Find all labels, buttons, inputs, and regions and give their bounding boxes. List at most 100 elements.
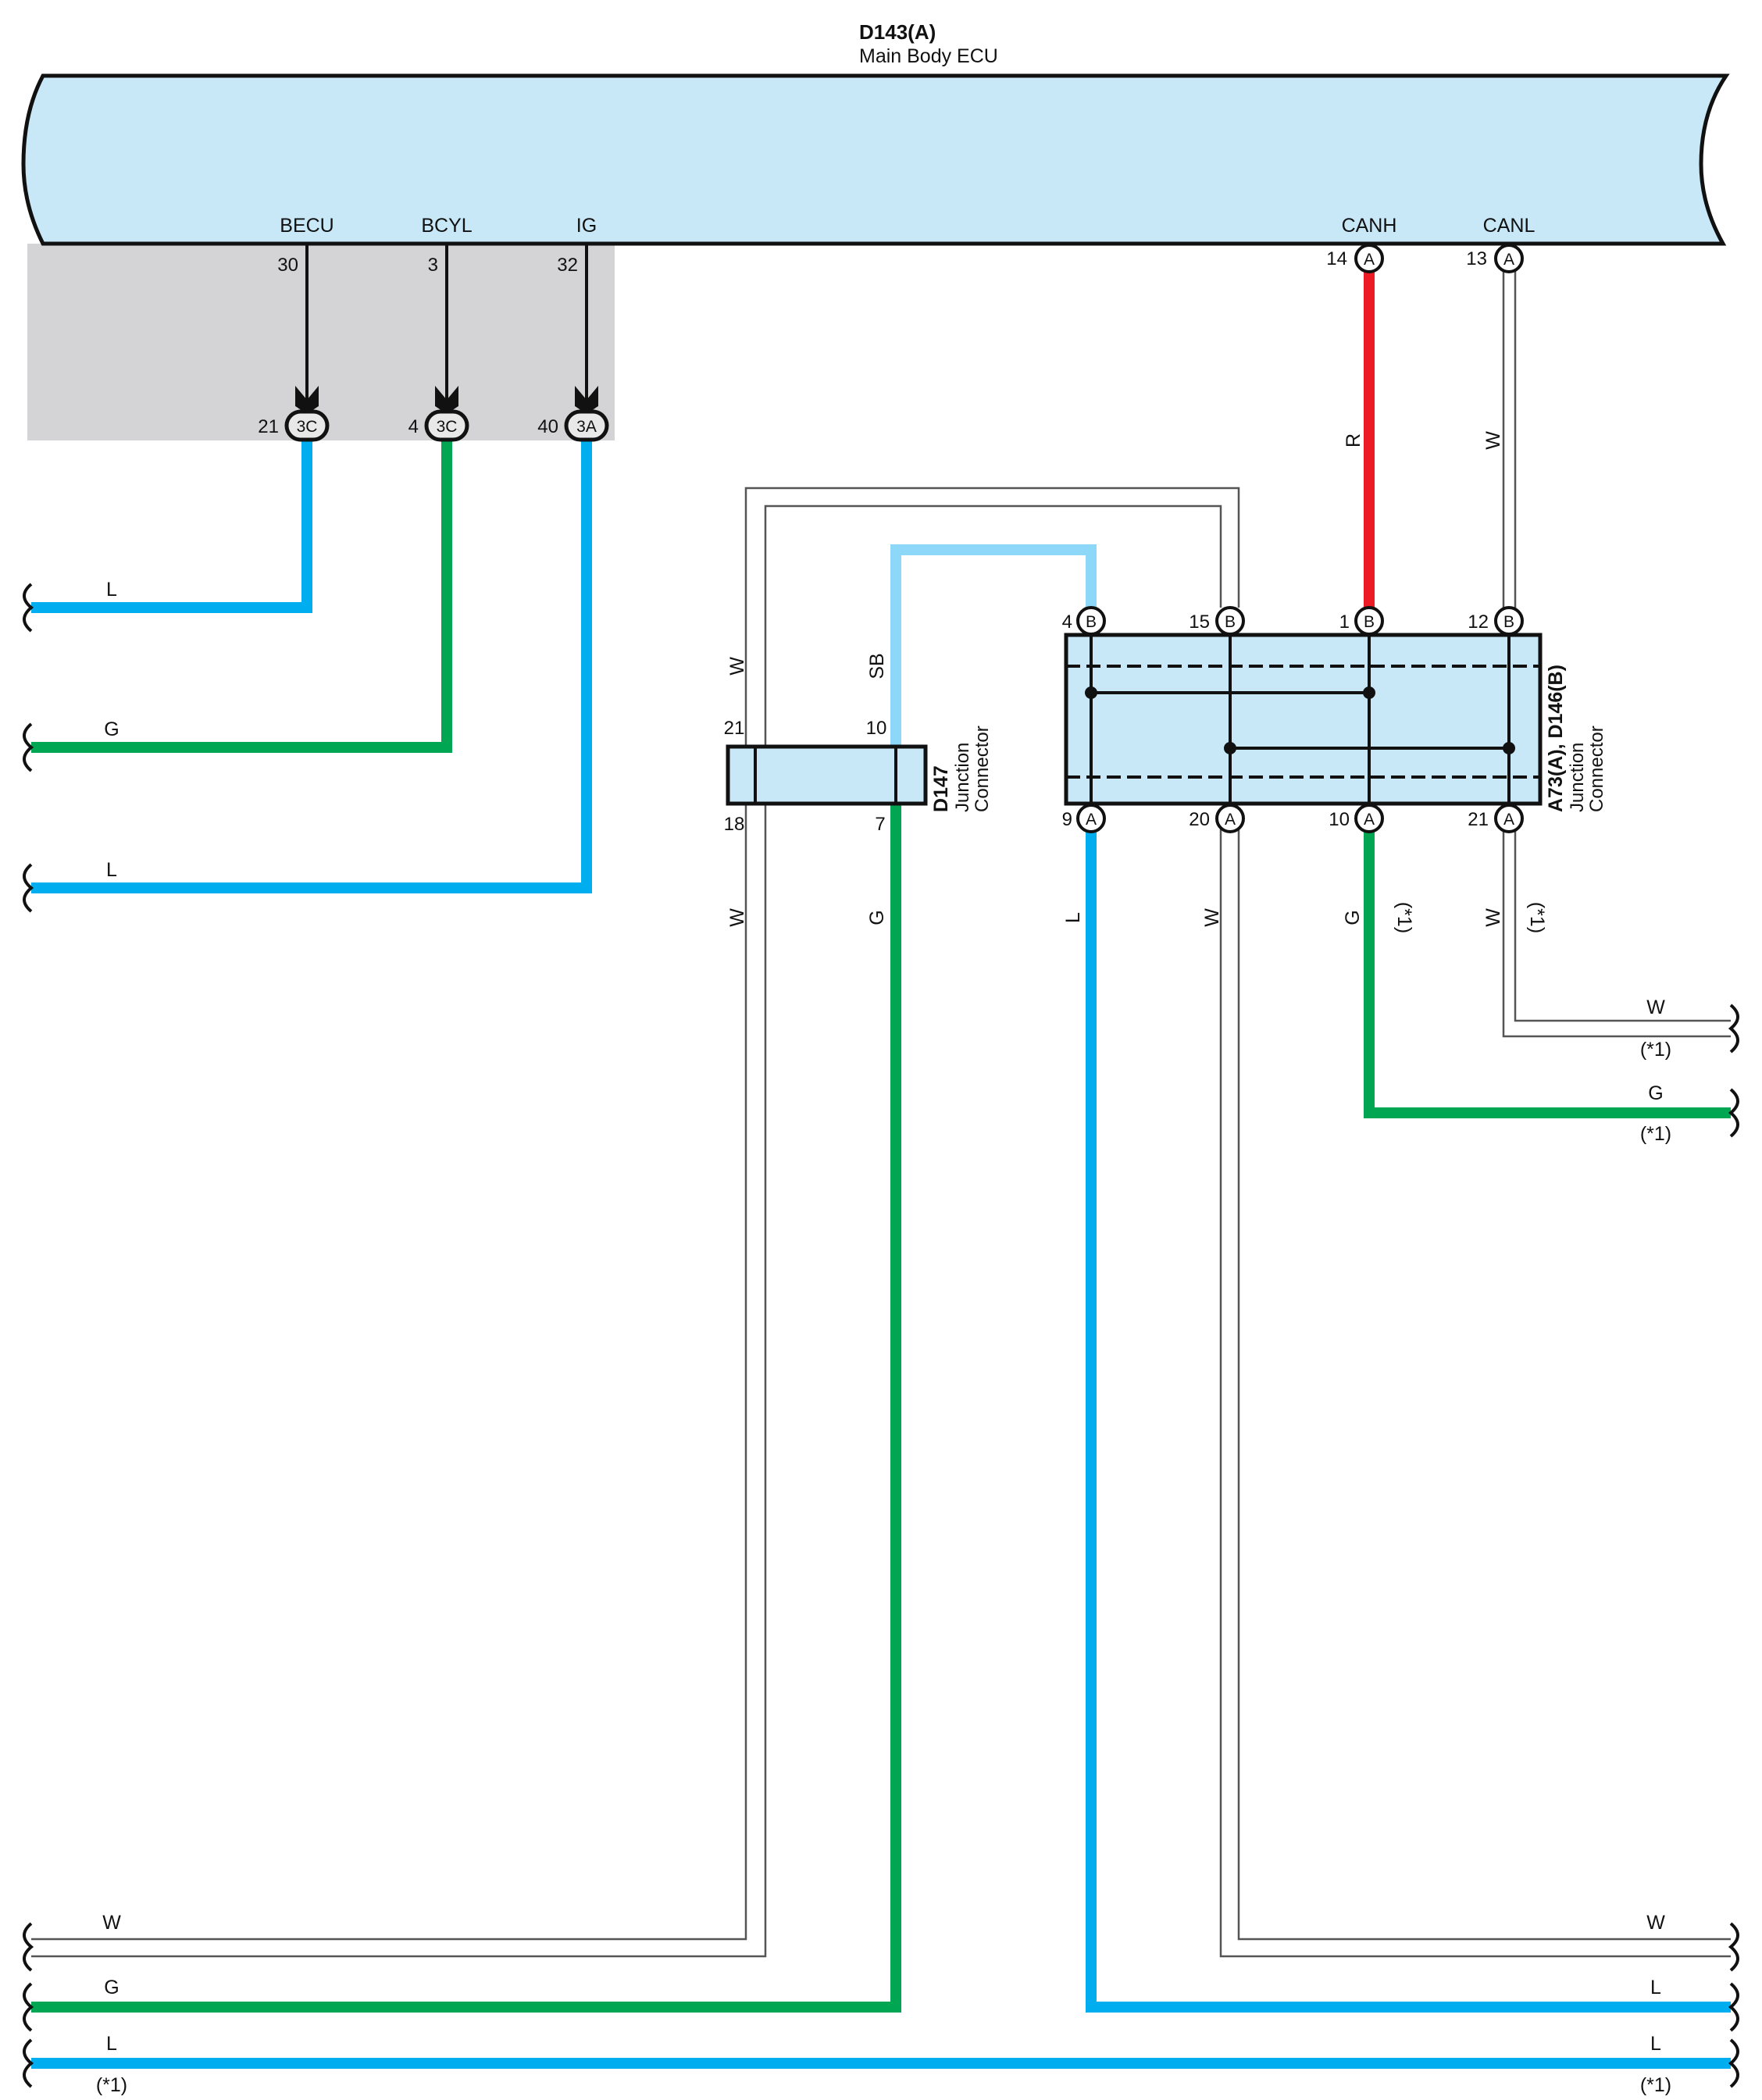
note-right-w-mid: (*1) [1640, 1039, 1671, 1061]
terminal-ig: IG [576, 215, 597, 237]
label-left-l2: L [106, 859, 117, 881]
svg-text:Connector: Connector [972, 726, 993, 812]
svg-text:A: A [1503, 811, 1514, 829]
label-bottom-left-g: G [104, 1977, 119, 1998]
a73-bottom-badge-10: A [1354, 804, 1384, 833]
svg-text:B: B [1364, 613, 1375, 631]
pin-canl: 13 [1466, 248, 1487, 269]
svg-text:3C: 3C [297, 418, 318, 436]
label-left-l1: L [106, 579, 117, 601]
a73-bottom-pin-10: 10 [1329, 809, 1350, 830]
svg-text:Junction: Junction [1567, 743, 1588, 812]
d147-label: D147 Junction Connector [930, 726, 993, 812]
inline-arrow-heads [295, 386, 598, 414]
pin-canh: 14 [1326, 248, 1347, 269]
ecu-pin-badge-canh: A [1354, 244, 1384, 273]
pin-bcyl: 3 [428, 255, 438, 276]
note-right-g-mid: (*1) [1640, 1123, 1671, 1145]
a73-top-pin-4: 4 [1062, 611, 1072, 633]
inline-connector-3a-ig: 3A [564, 409, 609, 442]
svg-text:A: A [1503, 251, 1514, 269]
a73-top-badge-12: B [1494, 606, 1524, 636]
a73-top-pin-12: 12 [1468, 611, 1489, 633]
d147-pin-10: 10 [866, 718, 887, 739]
d147-pin-18: 18 [724, 814, 745, 835]
wire-d147-w-down [31, 804, 767, 1958]
svg-text:A: A [1364, 251, 1375, 269]
label-a73-w-right-down: W [1482, 908, 1504, 927]
wire-ig-l [31, 439, 592, 893]
ecu-inline-leads [305, 244, 588, 408]
svg-text:3C: 3C [437, 418, 458, 436]
inline-connector-3c-becu: 3C [284, 409, 330, 442]
inline-pin-becu: 21 [258, 416, 279, 437]
label-bottom-right-l2: L [1650, 2033, 1661, 2055]
svg-text:B: B [1086, 613, 1097, 631]
a73-top-pin-1: 1 [1339, 611, 1350, 633]
label-right-g-mid: G [1648, 1082, 1663, 1104]
wire-becu-l [31, 439, 312, 613]
ecu-name: Main Body ECU [859, 45, 998, 67]
label-right-w-mid: W [1646, 997, 1665, 1018]
wire-bcyl-g [31, 439, 452, 753]
d147-connector [726, 744, 928, 806]
a73-bottom-badge-20: A [1215, 804, 1245, 833]
label-bottom-left-w: W [102, 1912, 121, 1934]
terminal-becu: BECU [280, 215, 333, 237]
pin-becu: 30 [277, 255, 298, 276]
inline-pin-ig: 40 [537, 416, 558, 437]
a73-top-badge-4: B [1076, 606, 1106, 636]
a73-d146-label: A73(A), D146(B) Junction Connector [1545, 665, 1607, 812]
svg-text:B: B [1503, 613, 1514, 631]
label-d147-g-down: G [866, 910, 888, 925]
note-bottom-left-l: (*1) [96, 2074, 127, 2096]
ecu-pin-badge-canl: A [1494, 244, 1524, 273]
label-d147-w-down: W [726, 908, 748, 927]
label-a73-l-down: L [1062, 912, 1084, 923]
label-bottom-right-l1: L [1650, 1977, 1661, 1998]
a73-top-badge-15: B [1215, 606, 1245, 636]
svg-text:A: A [1086, 811, 1097, 829]
wire-a73-w-down [1219, 820, 1731, 1958]
svg-text:A: A [1225, 811, 1236, 829]
wire-canl-w [1502, 269, 1517, 608]
svg-text:Junction: Junction [952, 743, 973, 812]
label-bottom-left-l: L [106, 2033, 117, 2055]
terminal-bcyl: BCYL [421, 215, 472, 237]
note-a73-w-right-down: (*1) [1526, 902, 1548, 933]
a73-bottom-pin-21: 21 [1468, 809, 1489, 830]
wire-sb [890, 544, 1097, 746]
terminal-canl: CANL [1483, 215, 1536, 237]
svg-text:Connector: Connector [1586, 726, 1607, 812]
terminal-canh: CANH [1342, 215, 1397, 237]
svg-text:D147: D147 [930, 765, 952, 812]
label-canl-w: W [1482, 431, 1504, 450]
a73-d146-connector [1064, 633, 1543, 806]
label-bottom-right-w: W [1646, 1912, 1665, 1934]
a73-bottom-pin-9: 9 [1062, 809, 1072, 830]
label-canh-r: R [1343, 433, 1364, 447]
a73-bottom-pin-20: 20 [1189, 809, 1210, 830]
ecu-shaded-area [27, 244, 615, 440]
label-sb: SB [866, 653, 888, 679]
svg-text:3A: 3A [576, 418, 597, 436]
inline-connector-3c-bcyl: 3C [424, 409, 469, 442]
wire-w-outer-loop [744, 487, 1240, 746]
ecu-body [21, 73, 1730, 246]
a73-bottom-badge-21: A [1494, 804, 1524, 833]
inline-pin-bcyl: 4 [408, 416, 419, 437]
svg-text:A73(A), D146(B): A73(A), D146(B) [1545, 665, 1567, 812]
label-a73-w-down: W [1201, 908, 1223, 927]
wire-a73-g-right [1364, 820, 1731, 1118]
a73-top-badge-1: B [1354, 606, 1384, 636]
pin-ig: 32 [557, 255, 578, 276]
wire-break-marks-right [1728, 1004, 1739, 2088]
svg-text:B: B [1225, 613, 1236, 631]
svg-text:A: A [1364, 811, 1375, 829]
label-left-g: G [104, 718, 119, 740]
label-a73-g-down: G [1342, 910, 1364, 925]
ecu-code: D143(A) [859, 20, 936, 44]
wire-break-marks-left [23, 583, 34, 2088]
wire-a73-w-right [1502, 820, 1731, 1038]
